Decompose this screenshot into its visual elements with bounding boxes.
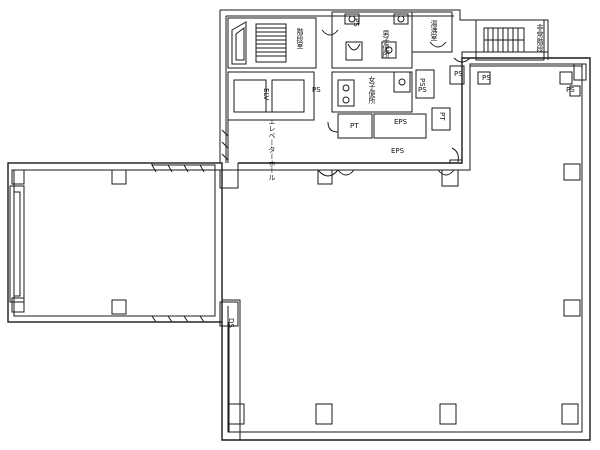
hall-door-1: [317, 169, 339, 177]
office-outer-wall: [7, 51, 591, 441]
label-pantry: 湯沸室: [430, 19, 438, 41]
stair-left-treads: [256, 27, 286, 57]
elevator-car-2: [271, 79, 305, 113]
label-men-wc: 男子便所: [382, 30, 390, 59]
label-ps-c: PS: [454, 70, 463, 78]
label-ps-b: PS: [418, 86, 427, 94]
label-ds: DS: [227, 318, 235, 328]
eps-small-room: [431, 107, 451, 131]
label-ps-f: PS: [352, 18, 360, 27]
pt-room: [337, 113, 373, 139]
womens-wc-room: [331, 71, 413, 113]
label-stair-left: 階段室: [296, 27, 304, 49]
pantry-room: [411, 11, 453, 53]
elevator-hall: [219, 120, 229, 163]
label-eps-small: EPS: [391, 147, 405, 155]
left-wing-band: [9, 185, 25, 303]
label-ps-a: PS: [312, 86, 321, 94]
eps-room: [373, 113, 427, 139]
elevator-block: [227, 71, 315, 121]
label-elevator-hall: エレベーターホール: [268, 118, 276, 181]
label-ps-e: PS: [566, 86, 575, 94]
label-women-wc: 女子便所: [368, 75, 376, 105]
label-ps-d: PS: [482, 74, 491, 82]
label-eps: EPS: [394, 118, 408, 126]
structural-columns: [11, 63, 587, 425]
label-pt-a: PT: [350, 122, 359, 130]
stair-right-room: [475, 19, 545, 61]
label-pt-b: PT: [438, 112, 446, 121]
label-elv: ELV: [262, 88, 270, 101]
office-inner-wall: [13, 63, 583, 433]
mens-wc-room: [331, 11, 413, 69]
stair-left-room: [227, 17, 317, 69]
window-markers: [151, 164, 205, 323]
label-stair-right: 非常階段: [536, 23, 544, 53]
label-ps-g: PS: [418, 78, 426, 87]
room-labels: 階段室 男子便所 湯沸室 非常階段 ELV 女子便所 エレベーターホール EPS…: [227, 18, 575, 328]
